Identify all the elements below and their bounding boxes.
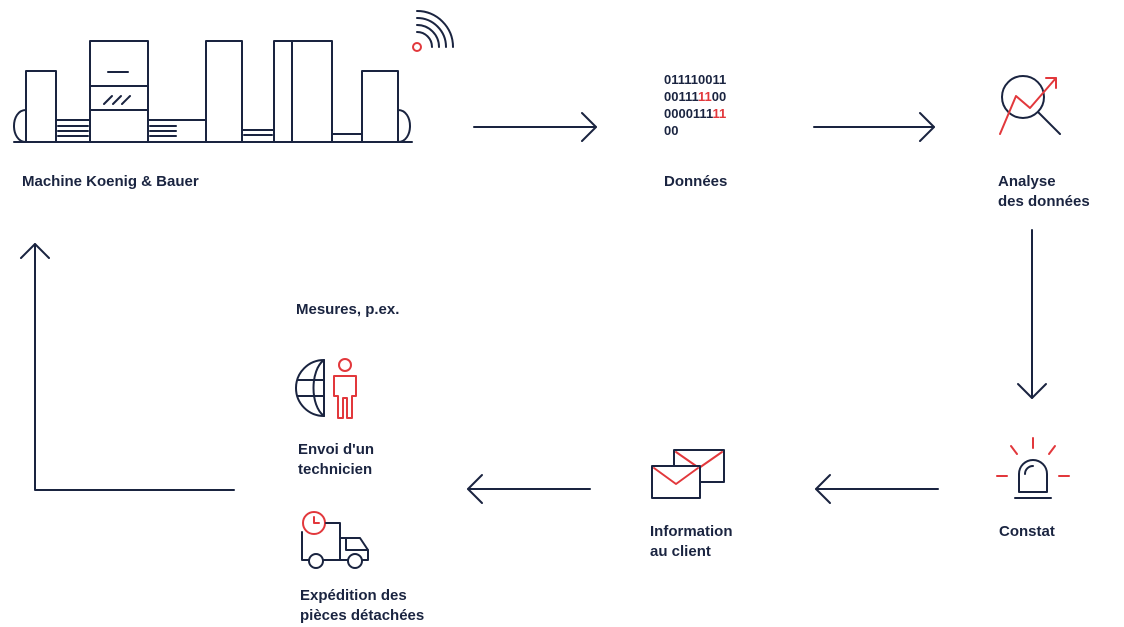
binary-digits-highlighted: 11 [712,106,727,121]
shipping-label-line1: Expédition des [300,587,407,604]
wifi-signal-icon [412,10,454,52]
arrow-finding-to-client [815,474,939,504]
finding-label: Constat [999,523,1055,540]
magnifier-trend-icon [999,75,1061,135]
measures-heading: Mesures, p.ex. [296,301,400,318]
envelopes-icon [651,449,725,499]
binary-digits: 00111 [664,89,698,104]
binary-digits: 00 [664,123,679,138]
technician-label-line2: technicien [298,461,373,478]
binary-digits: 0000111 [664,106,713,121]
binary-digits-highlighted: 11 [698,89,712,104]
binary-line: 011110011 [664,71,726,88]
arrow-data-to-analysis [813,112,935,142]
data-label: Données [664,173,728,190]
arrow-analysis-to-finding [1017,229,1047,399]
binary-line: 000011111 [664,105,726,122]
delivery-truck-clock-icon [301,511,369,569]
machine-label: Machine Koenig & Bauer [22,173,199,190]
client-info-label-line1: Information [650,523,733,540]
technician-label-line1: Envoi d'un [298,441,375,458]
arrow-machine-to-data [473,112,597,142]
arrow-measures-to-machine [20,243,235,491]
globe-technician-icon [295,358,357,419]
binary-digits: 00 [711,89,727,104]
shipping-label-line2: pièces détachées [300,607,425,624]
arrow-client-to-measures [467,474,591,504]
binary-line: 00 [664,122,726,139]
printing-press-icon [13,40,413,143]
analysis-label-line2: des données [998,193,1090,210]
client-info-label-line2: au client [650,543,711,560]
binary-line: 001111100 [664,88,726,105]
analysis-label-line1: Analyse [998,173,1056,190]
alarm-beacon-icon [996,437,1070,499]
binary-digits: 011110011 [664,72,727,87]
